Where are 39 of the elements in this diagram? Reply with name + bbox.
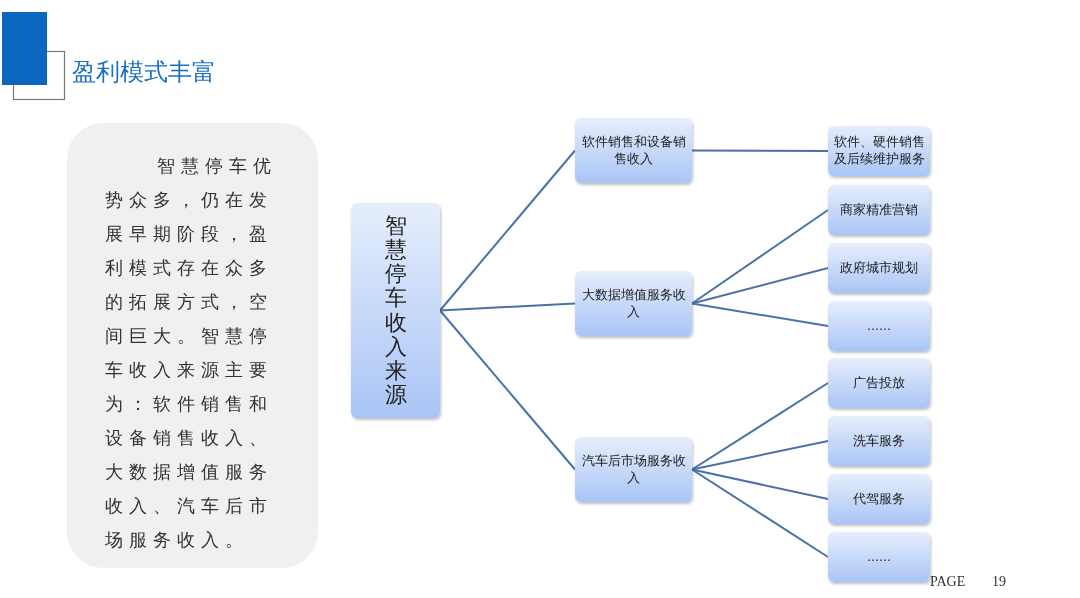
node-box — [351, 203, 440, 418]
node-label: 广告投放 — [852, 374, 906, 392]
node-box — [828, 358, 930, 408]
node-label: 智慧停车收入来源 — [383, 213, 408, 408]
page-number-text: PAGE — [930, 574, 966, 590]
node-box — [828, 474, 930, 524]
node-label: 代驾服务 — [852, 490, 906, 508]
connector-line — [439, 302, 576, 312]
connector-line — [691, 382, 829, 471]
node-label: ...... — [866, 317, 892, 335]
slide-title: 盈利模式丰富 — [72, 57, 216, 88]
node-box — [828, 185, 930, 235]
node-label: 大数据增值服务收入 — [580, 286, 687, 321]
node-box — [828, 532, 930, 582]
node-box — [575, 271, 692, 336]
node-label: 商家精准营销 — [839, 201, 919, 219]
node-label: 洗车服务 — [852, 432, 906, 450]
node-label: 政府城市规划 — [839, 259, 919, 277]
node-box — [828, 301, 930, 351]
node-label: 软件、硬件销售及后续维护服务 — [832, 134, 926, 168]
node-label: ...... — [866, 548, 892, 566]
connector-line — [691, 468, 829, 500]
connector-line — [691, 149, 829, 152]
node-box — [575, 437, 692, 502]
description-text: 智慧停车优势众多，仍在发展早期阶段，盈利模式存在众多的拓展方式，空间巨大。智慧停车收入来源主要为：软件销售和设备销售收入、大数据增值服务收入、汽车后市场服务收入。 — [105, 154, 278, 552]
connector-line — [691, 267, 829, 305]
node-box — [828, 243, 930, 293]
connector-line — [439, 149, 576, 312]
connector-line — [439, 309, 576, 471]
connector-line — [691, 440, 829, 471]
connector-line — [691, 302, 829, 327]
node-label: 软件销售和设备销售收入 — [580, 133, 687, 168]
page-number-text: 19 — [992, 574, 1006, 590]
node-box — [828, 416, 930, 466]
connector-line — [691, 209, 829, 305]
node-label: 汽车后市场服务收入 — [580, 452, 687, 487]
node-box — [575, 118, 692, 183]
node-box — [828, 126, 930, 176]
connector-line — [691, 468, 829, 558]
